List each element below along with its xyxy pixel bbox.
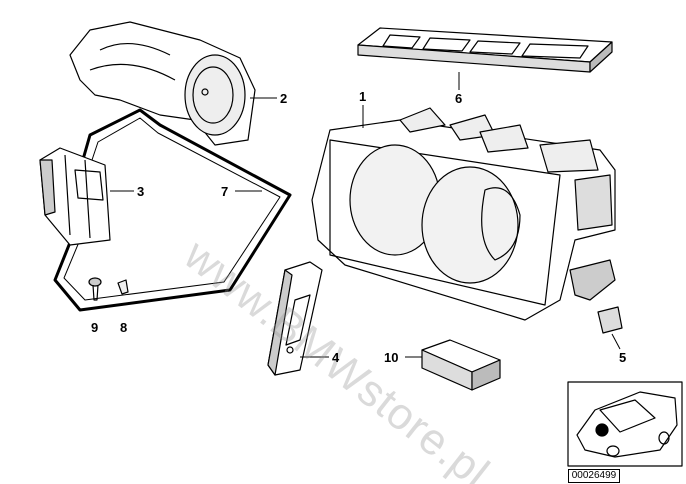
part-1-heater-housing xyxy=(311,107,616,321)
part-8-clip xyxy=(117,279,129,295)
callout-6: 6 xyxy=(455,91,463,106)
part-10-foam-block xyxy=(421,339,501,391)
part-9-screw xyxy=(88,277,102,301)
callout-7: 7 xyxy=(221,184,229,199)
callout-3: 3 xyxy=(137,184,145,199)
callout-10: 10 xyxy=(384,350,399,365)
callout-8: 8 xyxy=(120,320,128,335)
inset-car-locator xyxy=(567,381,683,467)
part-4-module xyxy=(267,261,323,376)
image-code: 00026499 xyxy=(568,469,620,483)
callout-1: 1 xyxy=(359,89,367,104)
part-2-air-duct xyxy=(69,21,256,146)
part-6-filter-frame xyxy=(357,27,613,73)
part-3-flap xyxy=(39,147,111,246)
leader-lines xyxy=(110,72,621,358)
callout-4: 4 xyxy=(332,350,340,365)
callout-9: 9 xyxy=(91,320,99,335)
callout-2: 2 xyxy=(280,91,288,106)
callout-5: 5 xyxy=(619,350,627,365)
part-5-pad xyxy=(597,306,623,334)
